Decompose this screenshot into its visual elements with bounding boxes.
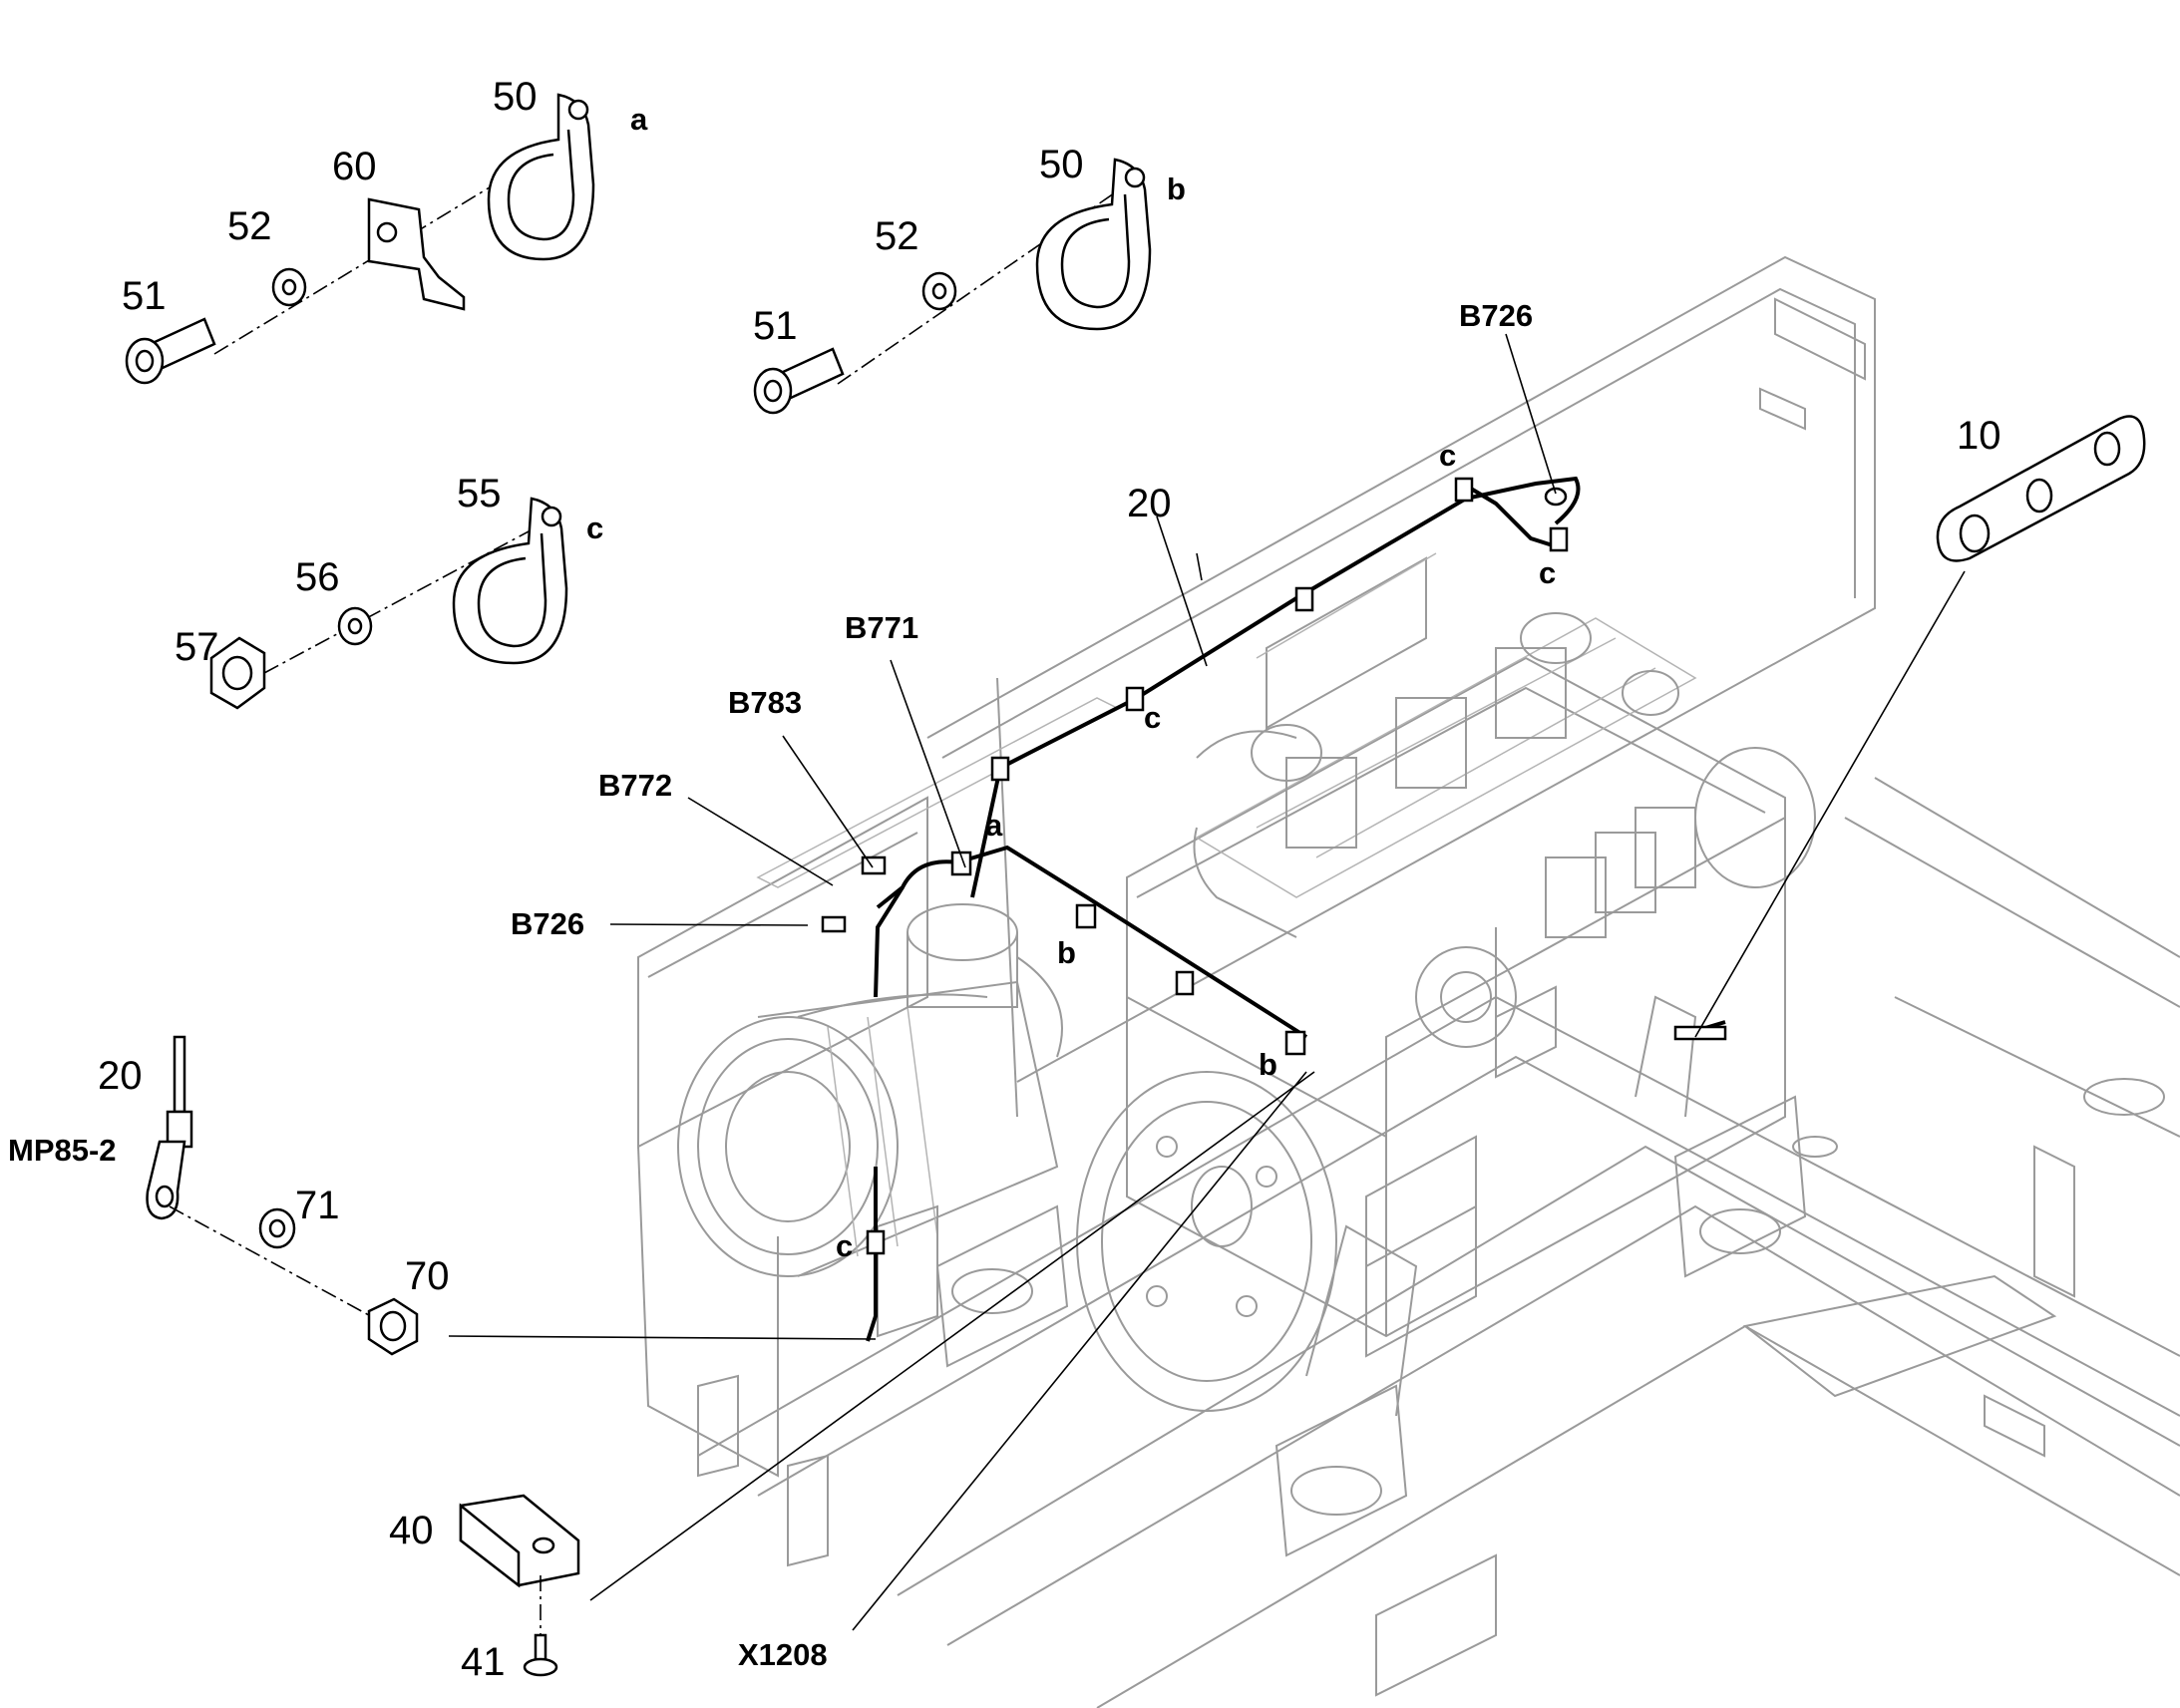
clip-letter-c-top: c [586, 511, 603, 545]
callout-70: 70 [405, 1254, 450, 1298]
callout-51-b: 51 [753, 304, 798, 348]
clip-letter-c-panel-2: c [1539, 555, 1556, 590]
connector-b726-top: B726 [1459, 298, 1533, 333]
clip-letter-c-panel-1: c [1439, 438, 1456, 473]
bracket-40-screw-41 [459, 1494, 580, 1677]
connector-b783: B783 [728, 685, 802, 720]
clip-letter-a-top: a [630, 102, 648, 137]
callout-50-b: 50 [1039, 143, 1084, 186]
connector-x1208: X1208 [738, 1637, 828, 1672]
callout-56: 56 [295, 555, 340, 599]
callout-57: 57 [175, 625, 219, 669]
clip-letter-b-harness-2: b [1259, 1047, 1277, 1082]
plate-10 [1936, 415, 2146, 562]
callout-40: 40 [389, 1509, 434, 1552]
callout-51-a: 51 [122, 274, 167, 318]
callout-41: 41 [461, 1640, 506, 1684]
callout-50-a: 50 [493, 75, 538, 119]
clamp-assembly-c [209, 497, 568, 710]
connector-b771: B771 [845, 610, 918, 645]
clip-letter-a-harness: a [985, 808, 1003, 843]
connector-mp85-2: MP85-2 [8, 1133, 117, 1168]
callout-20-harness: 20 [1127, 482, 1172, 525]
wiring-harness-20 [821, 476, 1727, 1342]
callout-71: 71 [295, 1184, 340, 1227]
callout-52-a: 52 [227, 204, 272, 248]
machine-frame-background [637, 255, 2180, 1708]
clamp-assembly-a [125, 93, 595, 385]
callout-10: 10 [1957, 414, 2001, 458]
connector-b772: B772 [598, 768, 672, 803]
clamp-assembly-b [753, 158, 1152, 415]
clip-letter-c-lower: c [836, 1228, 853, 1263]
callout-55: 55 [457, 472, 502, 515]
callout-52-b: 52 [875, 214, 919, 258]
leader-lines [448, 333, 1966, 1631]
callout-20-lead: 20 [98, 1054, 143, 1098]
callout-60: 60 [332, 145, 377, 188]
clip-letter-b-top: b [1167, 171, 1186, 206]
connector-b726-left: B726 [511, 906, 584, 941]
clip-letter-c-panel-3: c [1144, 700, 1161, 735]
labels: 50 a 60 52 51 50 b 52 51 55 c 56 57 B726… [8, 75, 2001, 1684]
ground-lead-assembly [146, 1035, 419, 1356]
clip-letter-b-harness-1: b [1057, 935, 1076, 970]
